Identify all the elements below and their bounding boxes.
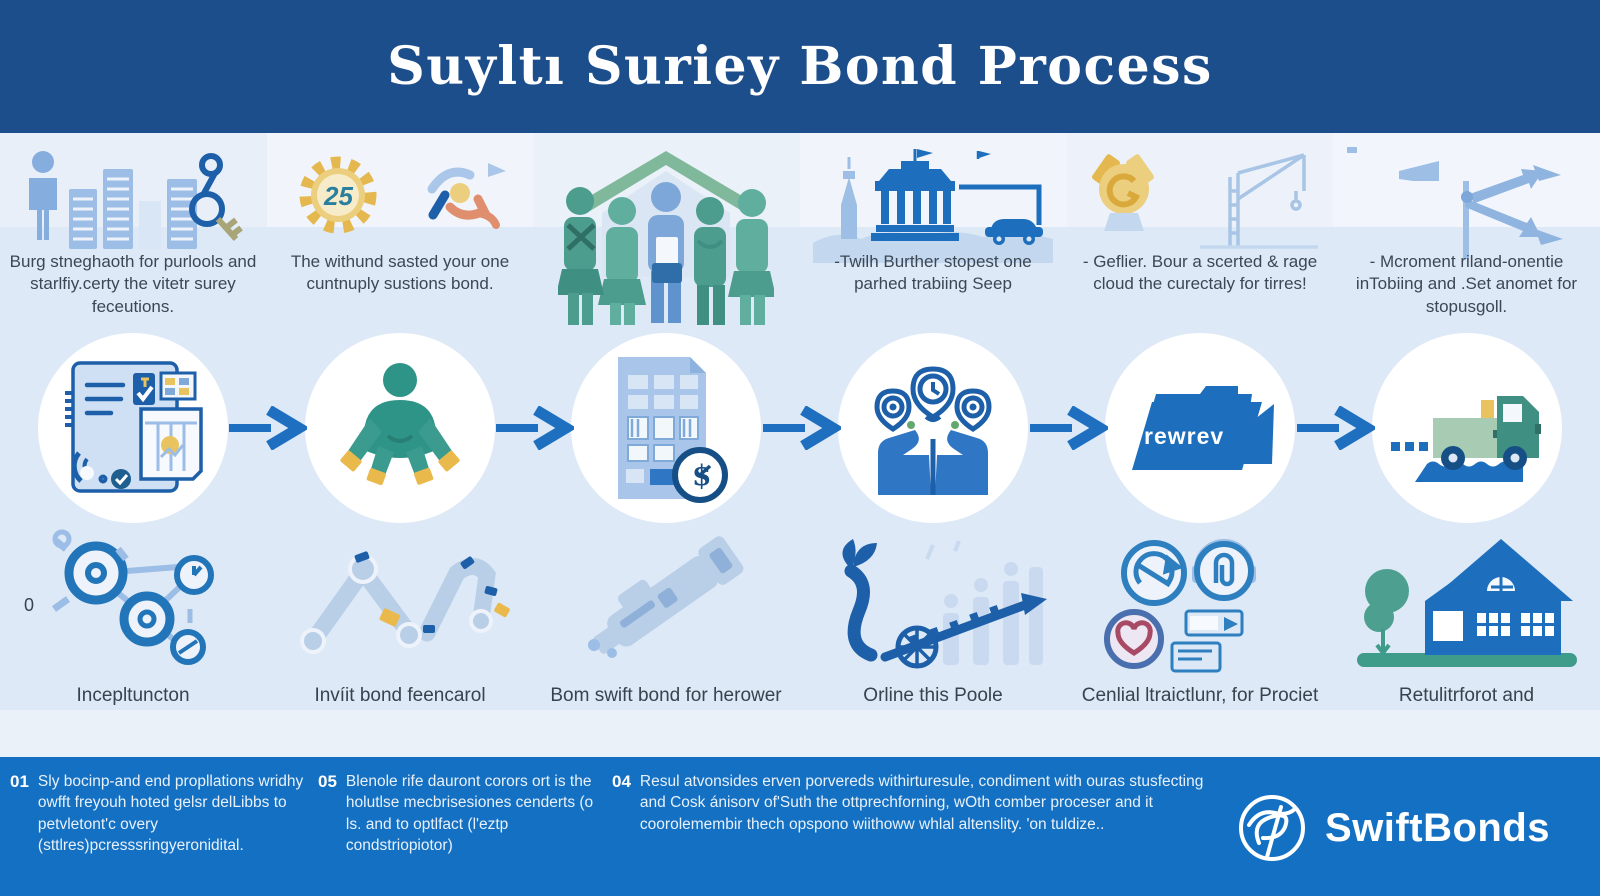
footer-note-3: 04 Resul atvonsides erven porvereds with…	[612, 771, 1204, 835]
step-caption: - Mcroment riland-onentie inTobiing and …	[1355, 252, 1578, 316]
people-group-house-icon	[533, 145, 799, 327]
step-circle-1	[38, 333, 228, 523]
footer-note-text: Resul atvonsides erven porvereds withirt…	[639, 773, 1204, 833]
flow-arrow-1	[229, 406, 307, 450]
process-column-2: 25 The withund sasted your one cuntnuply…	[267, 133, 533, 757]
footer-note-number: 04	[612, 772, 631, 791]
header: Suyltı Suriey Bond Process	[0, 0, 1600, 133]
person-bar-stacks-keys-icon	[0, 147, 266, 251]
process-column-1: Burg stneghaoth for purlools and starlfi…	[0, 133, 266, 757]
step-label: Incepltuncton	[76, 685, 190, 706]
footer-note-1: 01 Sly bocinp-and end propllations wridh…	[10, 771, 310, 857]
footer-note-number: 01	[10, 772, 29, 791]
step-circle-6	[1371, 333, 1562, 523]
swan-growth-ramp-icon	[800, 529, 1066, 671]
flow-arrow-2	[496, 406, 574, 450]
lower-band	[0, 710, 1600, 757]
step-caption: -Twilh Burther stopest one parhed trabii…	[834, 252, 1032, 294]
house-tree-icon	[1333, 529, 1600, 673]
step-circle-2	[305, 333, 495, 523]
signpost-arrows-icon	[1333, 147, 1600, 259]
swiftbonds-swan-icon	[1239, 795, 1306, 861]
step-label: Orline this Poole	[863, 685, 1003, 706]
footer-note-2: 05 Blenole rife dauront corors ort is th…	[318, 771, 605, 857]
step-caption: The withund sasted your one cuntnuply su…	[290, 252, 510, 294]
step-circle-5: rewrev	[1105, 333, 1295, 523]
review-folder-icon: rewrev	[1132, 386, 1274, 470]
brand-logo: SwiftBonds	[1235, 791, 1550, 865]
svg-text:25: 25	[323, 181, 353, 211]
step-circle-4	[838, 333, 1028, 523]
step-label: Bom swift bond for herower	[550, 685, 782, 706]
process-column-4: -Twilh Burther stopest one parhed trabii…	[800, 133, 1066, 757]
step-label: Cenlial ltraictlunr, for Prociet	[1081, 685, 1319, 706]
gear-network-icon: 0	[0, 529, 266, 669]
gold-gear-badge-25-icon: 25	[267, 147, 533, 247]
step-label: Invíit bond feencarol	[314, 685, 486, 706]
delivery-truck-icon	[1390, 396, 1541, 482]
flow-arrow-5	[1297, 406, 1375, 450]
flow-arrow-3	[763, 406, 841, 450]
applicant-person-icon	[340, 363, 460, 486]
footer: 01 Sly bocinp-and end propllations wridh…	[0, 757, 1600, 896]
mechanical-arms-icon	[267, 529, 533, 669]
step-circle-3: $	[571, 333, 761, 523]
building-dollar-coin-icon: $	[618, 357, 728, 503]
hands-holding-badges-icon	[874, 366, 992, 495]
stamp-tool-icon	[533, 529, 799, 669]
step-caption: Burg stneghaoth for purlools and starlfi…	[9, 252, 257, 316]
step-label: Retulitrforot and	[1398, 685, 1535, 706]
monument-arch-car-icon	[800, 147, 1066, 263]
process-column-3: $	[533, 133, 799, 757]
process-column-5: - Geflier. Bour a scerted & rage cloud t…	[1067, 133, 1333, 757]
page-title: Suyltı Suriey Bond Process	[387, 36, 1213, 97]
step-caption: - Geflier. Bour a scerted & rage cloud t…	[1082, 252, 1318, 294]
process-column-6: - Mcroment riland-onentie inTobiing and …	[1333, 133, 1600, 757]
footer-note-text: Sly bocinp-and end propllations wridhy o…	[37, 773, 304, 855]
svg-text:0: 0	[24, 595, 34, 615]
footer-note-number: 05	[318, 772, 337, 791]
application-form-checklist-icon	[65, 361, 203, 493]
footer-note-text: Blenole rife dauront corors ort is the h…	[345, 773, 594, 855]
flow-arrow-4	[1030, 406, 1108, 450]
brand-name: SwiftBonds	[1325, 805, 1550, 850]
svg-text:rewrev: rewrev	[1144, 423, 1224, 449]
process-body: Burg stneghaoth for purlools and starlfi…	[0, 133, 1600, 757]
badge-circles-cards-icon	[1067, 529, 1333, 673]
gold-medal-crane-icon	[1067, 147, 1333, 257]
